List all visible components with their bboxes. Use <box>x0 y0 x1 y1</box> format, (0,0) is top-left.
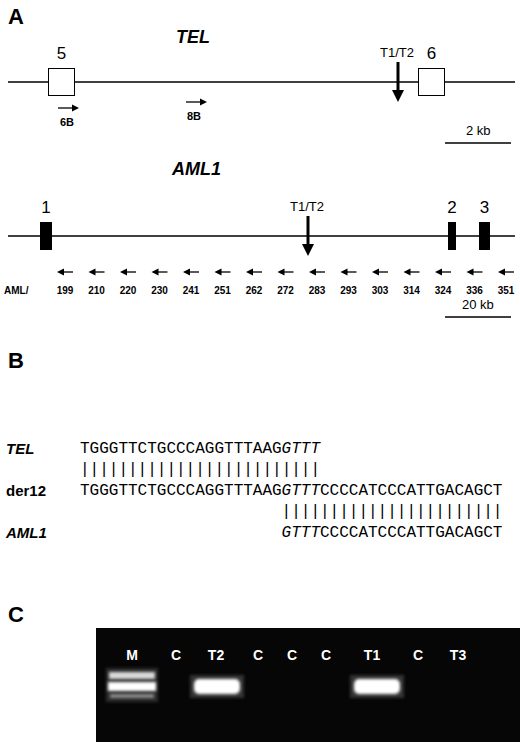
primer-number: 314 <box>403 286 420 296</box>
gel-image <box>96 628 520 742</box>
lane-label: T2 <box>208 648 224 662</box>
lane-label: T3 <box>450 648 466 662</box>
panel-letter: B <box>8 350 24 372</box>
primer-number: 241 <box>183 286 200 296</box>
primer-arrowhead <box>404 269 411 276</box>
sequence: TGGGTTCTGCCCAGGTTTAAG <box>80 483 282 499</box>
exon-box: 6 <box>418 68 445 96</box>
primer-arrowhead <box>57 269 64 276</box>
panel-letter: C <box>8 604 24 626</box>
primer-number: 220 <box>120 286 137 296</box>
gene-line <box>8 235 40 237</box>
primer-arrowhead <box>89 269 96 276</box>
exon-number: 1 <box>41 199 50 216</box>
exon-box: 2 <box>448 222 456 250</box>
lane-label: C <box>321 648 331 662</box>
primer-number: 336 <box>466 286 483 296</box>
breakpoint-label: T1/T2 <box>290 200 324 213</box>
sequence: CCCCATCCCATTGACAGCT <box>320 483 502 499</box>
primer-number: 351 <box>498 286 515 296</box>
lane-label: C <box>171 648 181 662</box>
intron-line <box>456 235 479 237</box>
primer-number: 262 <box>246 286 263 296</box>
alignment-bars: ||||||||||||||||||||||| <box>282 504 503 520</box>
primer-number: 210 <box>88 286 105 296</box>
scale-bar <box>445 316 511 318</box>
alignment-bars: ||||||||||||||||||||||||| <box>80 462 320 478</box>
primer-number: 251 <box>214 286 231 296</box>
sequence: TGGGTTCTGCCCAGGTTTAAG <box>80 441 282 457</box>
exon-number: 6 <box>427 45 436 62</box>
scale-bar <box>445 142 511 144</box>
intron-line <box>52 235 448 237</box>
gene-line <box>445 81 515 83</box>
primer-arrowhead <box>278 269 285 276</box>
primer-arrow <box>186 99 207 106</box>
primer-arrowhead <box>309 269 316 276</box>
row-label: TEL <box>6 441 34 456</box>
panel-letter: A <box>8 6 24 28</box>
exon-number: 5 <box>57 45 66 62</box>
lane-label: C <box>287 648 297 662</box>
sequence: CCCCATCCCATTGACAGCT <box>320 525 502 541</box>
primer-arrowhead <box>341 269 348 276</box>
exon-number: 3 <box>480 199 489 216</box>
gene-line <box>490 235 515 237</box>
primer-arrowhead <box>372 269 379 276</box>
breakpoint-label: T1/T2 <box>380 46 414 59</box>
primer-arrowhead <box>215 269 222 276</box>
junction-sequence: GTTT <box>282 483 320 499</box>
exon-box: 5 <box>48 68 75 96</box>
primer-number: 303 <box>372 286 389 296</box>
row-label: der12 <box>6 483 46 498</box>
lane-label: C <box>413 648 423 662</box>
primer-arrowhead <box>435 269 442 276</box>
row-label: AML1 <box>6 525 47 540</box>
primer-number: 324 <box>435 286 452 296</box>
primer-arrow <box>58 105 79 112</box>
intron-line <box>75 81 418 83</box>
primer-number: 293 <box>340 286 357 296</box>
exon-box: 3 <box>479 222 490 250</box>
primer-number: 272 <box>277 286 294 296</box>
primer-arrowhead <box>467 269 474 276</box>
exon-number: 2 <box>447 199 456 216</box>
primer-arrowhead <box>152 269 159 276</box>
lane-label: M <box>126 648 138 662</box>
primer-name: AML/ <box>4 286 28 296</box>
gene-name: AML1 <box>172 160 221 178</box>
junction-sequence: GTTT <box>282 441 320 457</box>
exon-box: 1 <box>40 222 52 250</box>
primer-name: 6B <box>60 117 74 128</box>
primer-arrowhead <box>498 269 505 276</box>
gene-name: TEL <box>176 28 210 46</box>
lane-label: C <box>253 648 263 662</box>
gene-line <box>8 81 48 83</box>
primer-arrows <box>57 269 514 276</box>
primer-arrowhead <box>183 269 190 276</box>
primer-arrowhead <box>120 269 127 276</box>
primer-name: 8B <box>187 111 201 122</box>
scale-label: 20 kb <box>462 298 494 311</box>
junction-sequence: GTTT <box>282 525 320 541</box>
scale-label: 2 kb <box>466 124 491 137</box>
primer-number: 230 <box>151 286 168 296</box>
primer-number: 283 <box>309 286 326 296</box>
lane-label: T1 <box>364 648 380 662</box>
primer-arrowhead <box>246 269 253 276</box>
primer-number: 199 <box>57 286 74 296</box>
